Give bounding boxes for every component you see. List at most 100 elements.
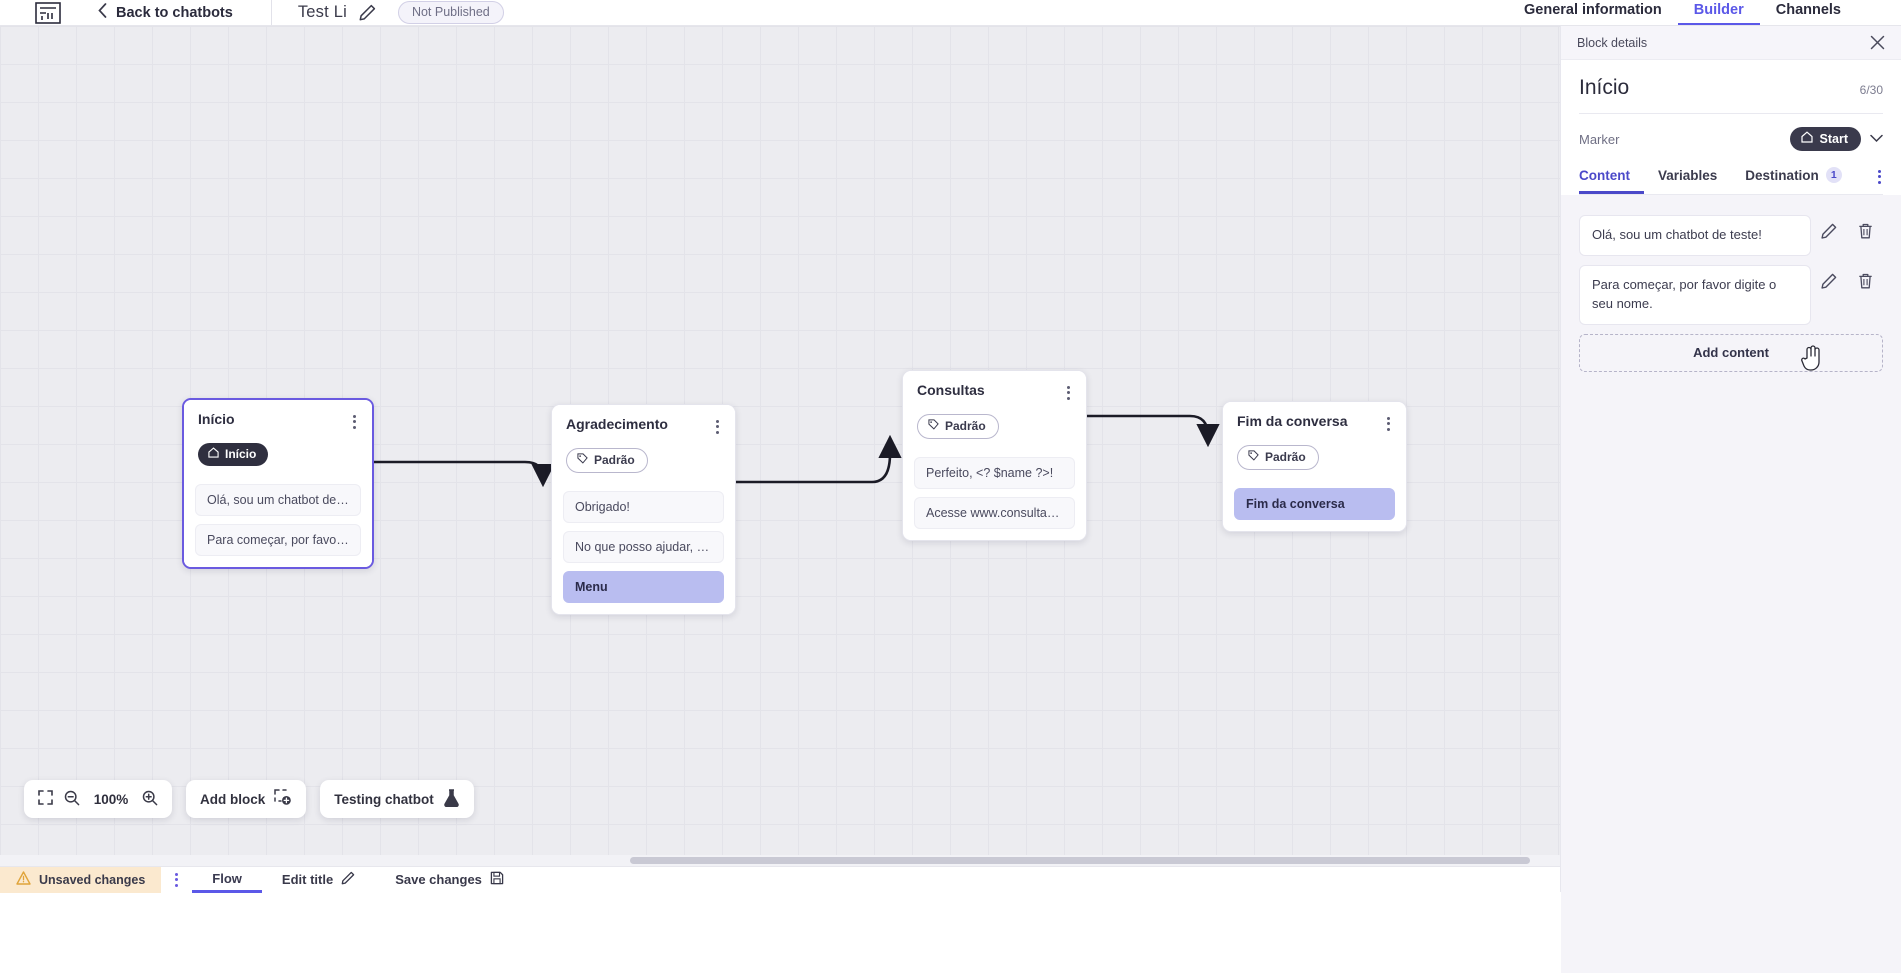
save-changes-label: Save changes: [395, 872, 482, 887]
flow-node-consultas[interactable]: Consultas Padrão Perfeito, <? $name ?>! …: [902, 370, 1087, 541]
zoom-in-icon[interactable]: [142, 790, 158, 809]
status-menu-button[interactable]: [175, 870, 178, 889]
home-icon: [1801, 131, 1813, 146]
node-message[interactable]: Fim da conversa: [1234, 488, 1395, 520]
marker-value-label: Start: [1820, 132, 1848, 146]
pencil-icon[interactable]: [1811, 273, 1847, 289]
tab-content-label: Content: [1579, 168, 1630, 183]
marker-row: Marker Start: [1579, 114, 1883, 151]
content-text[interactable]: Para começar, por favor digite o seu nom…: [1579, 265, 1811, 325]
panel-header: Block details: [1561, 26, 1901, 60]
flow-tab-label: Flow: [212, 871, 242, 886]
close-icon[interactable]: [1870, 35, 1885, 50]
node-marker-label: Padrão: [945, 419, 986, 433]
testing-chatbot-button[interactable]: Testing chatbot: [320, 780, 474, 818]
panel-tabs-menu-button[interactable]: [1876, 167, 1883, 194]
node-header: Início Início: [184, 400, 372, 476]
fit-screen-icon[interactable]: [38, 790, 53, 808]
add-block-label: Add block: [200, 792, 265, 807]
node-message[interactable]: Olá, sou um chatbot de teste!: [195, 484, 361, 516]
flow-node-agradecimento[interactable]: Agradecimento Padrão Obrigado! No que po…: [551, 404, 736, 615]
unsaved-changes-label: Unsaved changes: [39, 873, 145, 887]
tab-variables-label: Variables: [1658, 168, 1717, 183]
tab-destination-label: Destination: [1745, 168, 1819, 183]
destination-count-badge: 1: [1826, 167, 1842, 183]
node-marker-label: Padrão: [594, 453, 635, 467]
tab-variables[interactable]: Variables: [1644, 168, 1731, 194]
trash-icon[interactable]: [1847, 273, 1883, 289]
tag-icon: [1248, 450, 1259, 464]
bottom-status-bar: Unsaved changes Flow Edit title Save cha…: [0, 866, 1560, 892]
flow-node-inicio[interactable]: Início Início Olá, sou um chatbot de tes…: [182, 398, 374, 569]
unsaved-changes-badge: Unsaved changes: [0, 867, 161, 893]
node-menu-button[interactable]: [1065, 383, 1072, 402]
flask-icon: [443, 789, 460, 810]
node-body: Olá, sou um chatbot de teste! Para começ…: [184, 484, 372, 567]
node-title: Agradecimento: [566, 417, 668, 432]
marker-value-pill: Start: [1790, 127, 1861, 151]
marker-select[interactable]: Start: [1790, 127, 1883, 151]
node-marker-chip: Padrão: [1237, 445, 1319, 470]
tag-icon: [928, 419, 939, 433]
tab-destination[interactable]: Destination 1: [1731, 167, 1856, 194]
back-to-chatbots-link[interactable]: Back to chatbots: [98, 3, 233, 22]
panel-content-list: Olá, sou um chatbot de teste! Para começ…: [1561, 195, 1901, 973]
zoom-out-icon[interactable]: [64, 790, 80, 809]
node-marker-chip: Início: [198, 443, 268, 466]
canvas-toolbar: 100% Add block Testing chatbot: [24, 780, 474, 818]
edit-title-label: Edit title: [282, 872, 333, 887]
status-tab-flow[interactable]: Flow: [192, 867, 262, 893]
edit-title-button[interactable]: Edit title: [262, 867, 375, 893]
add-block-button[interactable]: Add block: [186, 780, 306, 818]
node-menu-button[interactable]: [714, 417, 721, 436]
chevron-down-icon[interactable]: [1870, 130, 1883, 148]
tab-content[interactable]: Content: [1579, 168, 1644, 194]
flow-canvas[interactable]: Início Início Olá, sou um chatbot de tes…: [0, 26, 1560, 866]
flow-node-fim-da-conversa[interactable]: Fim da conversa Padrão Fim da conversa: [1222, 401, 1407, 532]
save-disk-icon: [490, 871, 504, 888]
node-marker-chip: Padrão: [566, 448, 648, 473]
node-header: Agradecimento Padrão: [552, 405, 735, 483]
node-body: Obrigado! No que posso ajudar, <? $name …: [552, 491, 735, 614]
node-menu-button[interactable]: [1385, 414, 1392, 433]
node-title: Início: [198, 412, 235, 427]
tab-general-information[interactable]: General information: [1508, 2, 1678, 26]
node-marker-chip: Padrão: [917, 414, 999, 439]
node-marker-label: Padrão: [1265, 450, 1306, 464]
node-marker-label: Início: [225, 447, 256, 461]
node-title: Consultas: [917, 383, 985, 398]
pencil-icon[interactable]: [359, 4, 376, 21]
node-header: Fim da conversa Padrão: [1223, 402, 1406, 480]
node-message[interactable]: Para começar, por favor digite o ...: [195, 524, 361, 556]
trash-icon[interactable]: [1847, 223, 1883, 239]
node-menu-button[interactable]: [351, 412, 358, 431]
node-body: Fim da conversa: [1223, 488, 1406, 531]
node-message[interactable]: Acesse www.consultas.com par...: [914, 497, 1075, 529]
back-to-chatbots-label: Back to chatbots: [116, 5, 233, 21]
save-changes-button[interactable]: Save changes: [375, 867, 524, 893]
tag-icon: [577, 453, 588, 467]
add-content-button[interactable]: Add content: [1579, 334, 1883, 372]
tab-builder[interactable]: Builder: [1678, 2, 1760, 26]
content-text[interactable]: Olá, sou um chatbot de teste!: [1579, 215, 1811, 256]
node-message-menu[interactable]: Menu: [563, 571, 724, 603]
scrollbar-thumb[interactable]: [630, 857, 1530, 864]
warning-triangle-icon: [16, 871, 31, 888]
node-header: Consultas Padrão: [903, 371, 1086, 449]
pencil-icon[interactable]: [1811, 223, 1847, 239]
node-body: Perfeito, <? $name ?>! Acesse www.consul…: [903, 457, 1086, 540]
app-logo-icon[interactable]: [28, 0, 68, 26]
home-icon: [208, 447, 219, 461]
content-item: Olá, sou um chatbot de teste!: [1579, 215, 1883, 256]
add-block-icon: [274, 789, 292, 809]
block-details-panel: Block details Início 6/30 Marker Start: [1560, 26, 1901, 892]
divider: [271, 0, 272, 26]
tab-channels[interactable]: Channels: [1760, 2, 1857, 26]
publish-status-badge: Not Published: [398, 1, 504, 24]
canvas-horizontal-scrollbar[interactable]: [0, 855, 1560, 866]
node-message[interactable]: Obrigado!: [563, 491, 724, 523]
panel-header-title: Block details: [1577, 36, 1647, 50]
node-message[interactable]: Perfeito, <? $name ?>!: [914, 457, 1075, 489]
node-message[interactable]: No que posso ajudar, <? $name ...: [563, 531, 724, 563]
top-tab-bar: General information Builder Channels: [1508, 0, 1901, 26]
